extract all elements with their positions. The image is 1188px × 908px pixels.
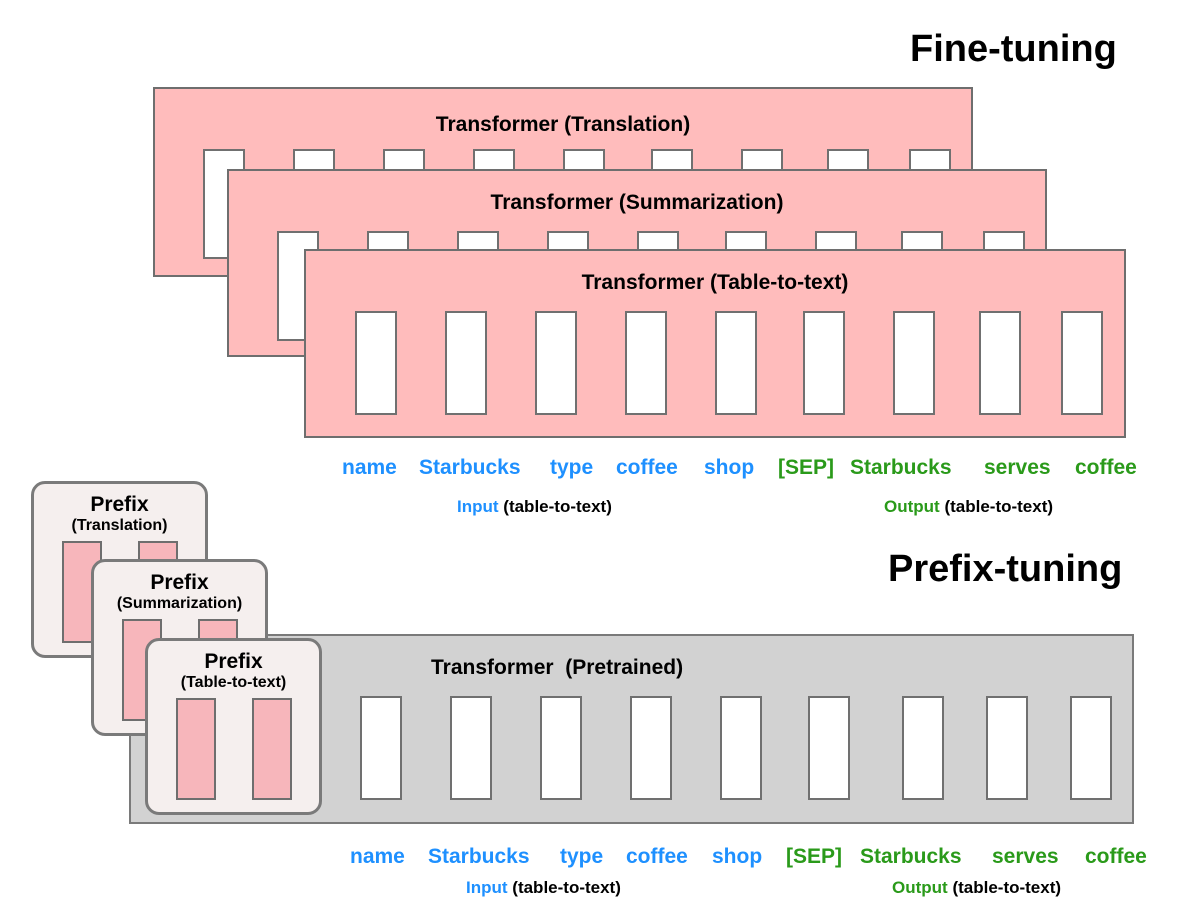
input-token: coffee	[626, 845, 688, 868]
output-caption-keyword: Output	[892, 878, 948, 897]
output-caption-rest: (table-to-text)	[952, 878, 1062, 897]
token-slot	[540, 696, 582, 800]
token-slot	[630, 696, 672, 800]
input-token: coffee	[616, 456, 678, 479]
token-slot	[1070, 696, 1112, 800]
prefix-slot	[252, 698, 292, 800]
prefix-subtitle: (Summarization)	[116, 595, 243, 612]
input-token: type	[550, 456, 594, 479]
token-slot	[720, 696, 762, 800]
prefixtuning-output-caption: Output (table-to-text)	[892, 878, 1061, 898]
finetuning-input-caption: Input (table-to-text)	[457, 497, 612, 517]
transformer-table-to-text-box: Transformer (Table-to-text)	[304, 249, 1126, 438]
token-slot	[355, 311, 397, 415]
input-token: shop	[704, 456, 755, 479]
prefixtuning-title: Prefix-tuning	[888, 548, 1123, 590]
output-token: Starbucks	[850, 456, 952, 479]
token-slot	[986, 696, 1028, 800]
prefix-slot	[176, 698, 216, 800]
output-token: serves	[984, 456, 1051, 479]
input-caption-keyword: Input	[457, 497, 499, 516]
input-token: name	[350, 845, 405, 868]
input-token: name	[342, 456, 397, 479]
output-caption-rest: (table-to-text)	[944, 497, 1054, 516]
token-slot	[1061, 311, 1103, 415]
input-caption-keyword: Input	[466, 878, 508, 897]
output-caption-keyword: Output	[884, 497, 940, 516]
token-slot	[450, 696, 492, 800]
input-token: shop	[712, 845, 763, 868]
prefix-subtitle: (Table-to-text)	[180, 674, 287, 691]
output-token: [SEP]	[778, 456, 835, 479]
prefix-title: Prefix	[150, 571, 209, 594]
prefix-subtitle: (Translation)	[71, 517, 168, 534]
prefix-title: Prefix	[204, 650, 263, 673]
token-slot	[893, 311, 935, 415]
finetuning-output-caption: Output (table-to-text)	[884, 497, 1053, 517]
token-slot	[535, 311, 577, 415]
output-token: coffee	[1085, 845, 1147, 868]
input-token: Starbucks	[419, 456, 521, 479]
prefixtuning-input-caption: Input (table-to-text)	[466, 878, 621, 898]
input-caption-rest: (table-to-text)	[503, 497, 612, 516]
token-slot	[902, 696, 944, 800]
finetuning-title: Fine-tuning	[910, 28, 1117, 70]
prefix-table-to-text-card: Prefix (Table-to-text)	[145, 638, 322, 815]
prefix-title: Prefix	[90, 493, 149, 516]
transformer-pretrained-label: Transformer (Pretrained)	[431, 656, 684, 679]
transformer-table-to-text-label: Transformer (Table-to-text)	[581, 271, 849, 294]
transformer-summarization-label: Transformer (Summarization)	[490, 191, 784, 214]
input-token: type	[560, 845, 604, 868]
token-slot	[625, 311, 667, 415]
token-slot	[445, 311, 487, 415]
output-token: [SEP]	[786, 845, 843, 868]
input-token: Starbucks	[428, 845, 530, 868]
token-slot	[360, 696, 402, 800]
output-token: serves	[992, 845, 1059, 868]
token-slot	[715, 311, 757, 415]
output-token: coffee	[1075, 456, 1137, 479]
token-slot	[979, 311, 1021, 415]
output-token: Starbucks	[860, 845, 962, 868]
token-slot	[803, 311, 845, 415]
token-slot	[808, 696, 850, 800]
transformer-translation-label: Transformer (Translation)	[435, 113, 691, 136]
input-caption-rest: (table-to-text)	[512, 878, 621, 897]
